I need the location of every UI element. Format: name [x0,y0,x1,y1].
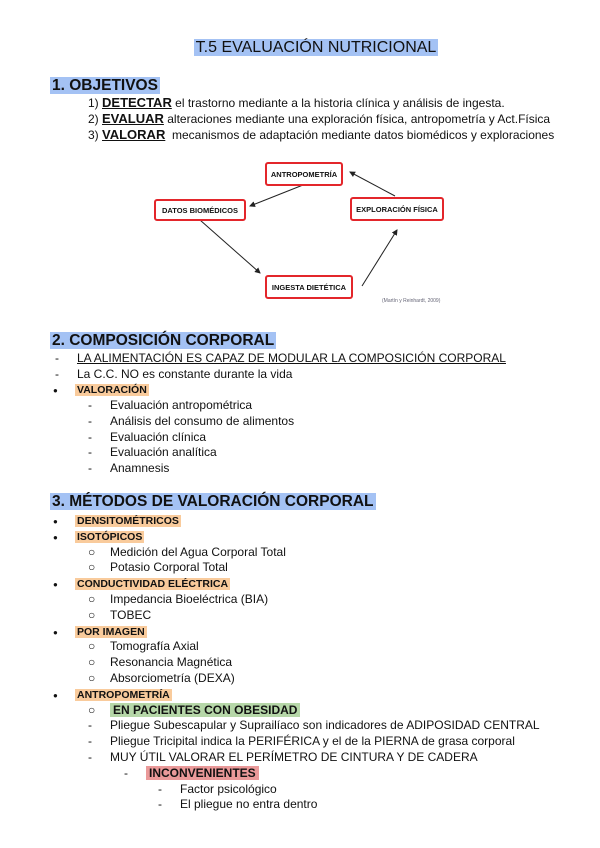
list-item: -MUY ÚTIL VALORAR EL PERÍMETRO DE CINTUR… [88,750,478,764]
list-item: ○Impedancia Bioeléctrica (BIA) [88,592,269,606]
list-item: ●ANTROPOMETRÍA [53,688,172,701]
list-item: -Análisis del consumo de alimentos [88,413,295,428]
objective-2: 2) EVALUAR alteraciones mediante una exp… [88,111,551,126]
node-ingesta-dietetica: INGESTA DIETÉTICA [265,275,353,299]
list-item: -INCONVENIENTES [124,765,259,781]
list-item: ●DENSITOMÉTRICOS [53,515,181,527]
list-item: ○Tomografía Axial [88,639,199,654]
list-item: -Evaluación antropométrica [88,398,253,412]
list-item: -El pliegue no entra dentro [158,797,318,812]
list-item: ○Absorciometría (DEXA) [88,671,235,685]
list-item: -LA ALIMENTACIÓN ES CAPAZ DE MODULAR LA … [55,351,506,365]
list-item: ○Potasio Corporal Total [88,560,228,575]
list-item: ○TOBEC [88,607,152,622]
heading-metodos: 3. MÉTODOS DE VALORACIÓN CORPORAL [50,493,376,510]
objective-3: 3) VALORAR mecanismos de adaptación medi… [88,127,555,142]
list-item: -Pliegue Subescapular y Suprailíaco son … [88,718,540,733]
list-item: -Evaluación analítica [88,445,217,460]
arrow [361,229,398,287]
list-item: ○Medición del Agua Corporal Total [88,544,286,559]
heading-objetivos: 1. OBJETIVOS [50,77,160,94]
node-exploracion-fisica: EXPLORACIÓN FÍSICA [350,197,444,221]
list-item: -Anamnesis [88,461,170,476]
list-item: -La C.C. NO es constante durante la vida [55,367,293,381]
list-item: -Pliegue Tricipital indica la PERIFÉRICA… [88,734,515,749]
diagram-citation: (Martín y Reinhardt, 2009) [382,298,441,304]
arrow [249,184,304,207]
list-item: ●ISOTÓPICOS [53,530,145,543]
list-item: -Factor psicológico [158,781,277,796]
list-item: ○Resonancia Magnética [88,655,233,670]
arrow [349,171,396,197]
list-item: ●VALORACIÓN [53,384,149,396]
list-item: -Evaluación clínica [88,429,207,444]
list-item: ●CONDUCTIVIDAD ELÉCTRICA [53,578,231,591]
node-datos-biomedicos: DATOS BIOMÉDICOS [154,199,246,221]
doc-title: T.5 EVALUACIÓN NUTRICIONAL [193,39,439,56]
list-item: ●POR IMAGEN [53,625,147,638]
list-item: ○EN PACIENTES CON OBESIDAD [88,702,301,718]
heading-composicion: 2. COMPOSICIÓN CORPORAL [50,332,277,349]
node-antropometria: ANTROPOMETRÍA [265,162,343,186]
arrow [199,219,261,274]
objective-1: 1) DETECTAR el trastorno mediante a la h… [88,95,505,110]
